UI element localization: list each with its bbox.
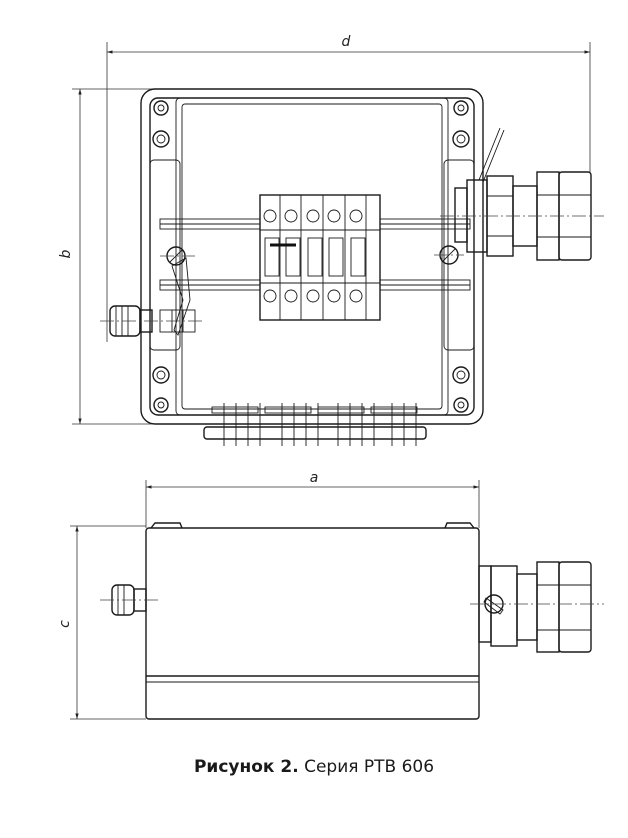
- earth-clamp: [160, 246, 195, 336]
- dimension-d: d: [106, 34, 591, 342]
- large-cable-gland: [440, 127, 604, 261]
- dimension-a-label: a: [310, 470, 319, 486]
- dimension-d-label: d: [342, 34, 351, 50]
- dimension-b-label: b: [58, 249, 74, 258]
- small-cable-gland: [100, 305, 205, 337]
- rail-screw: [434, 245, 464, 265]
- enclosure-body: [140, 88, 484, 425]
- figure-caption: Рисунок 2. Серия РТВ 606: [0, 757, 628, 777]
- side-enclosure-body: [145, 522, 480, 720]
- dimension-c: c: [57, 525, 146, 720]
- figure-caption-text: Серия РТВ 606: [304, 757, 435, 777]
- side-large-cable-gland: [470, 561, 604, 653]
- side-small-cable-gland: [100, 584, 160, 616]
- corner-screws: [152, 100, 470, 413]
- bottom-fins: [203, 403, 427, 446]
- side-view: a c: [57, 470, 604, 720]
- figure-caption-prefix: Рисунок 2.: [193, 757, 299, 777]
- dimension-a: a: [145, 470, 480, 528]
- top-view: d b: [58, 34, 604, 446]
- terminal-block-assembly: [259, 194, 381, 321]
- dimension-b: b: [58, 88, 153, 425]
- dimension-c-label: c: [57, 620, 73, 628]
